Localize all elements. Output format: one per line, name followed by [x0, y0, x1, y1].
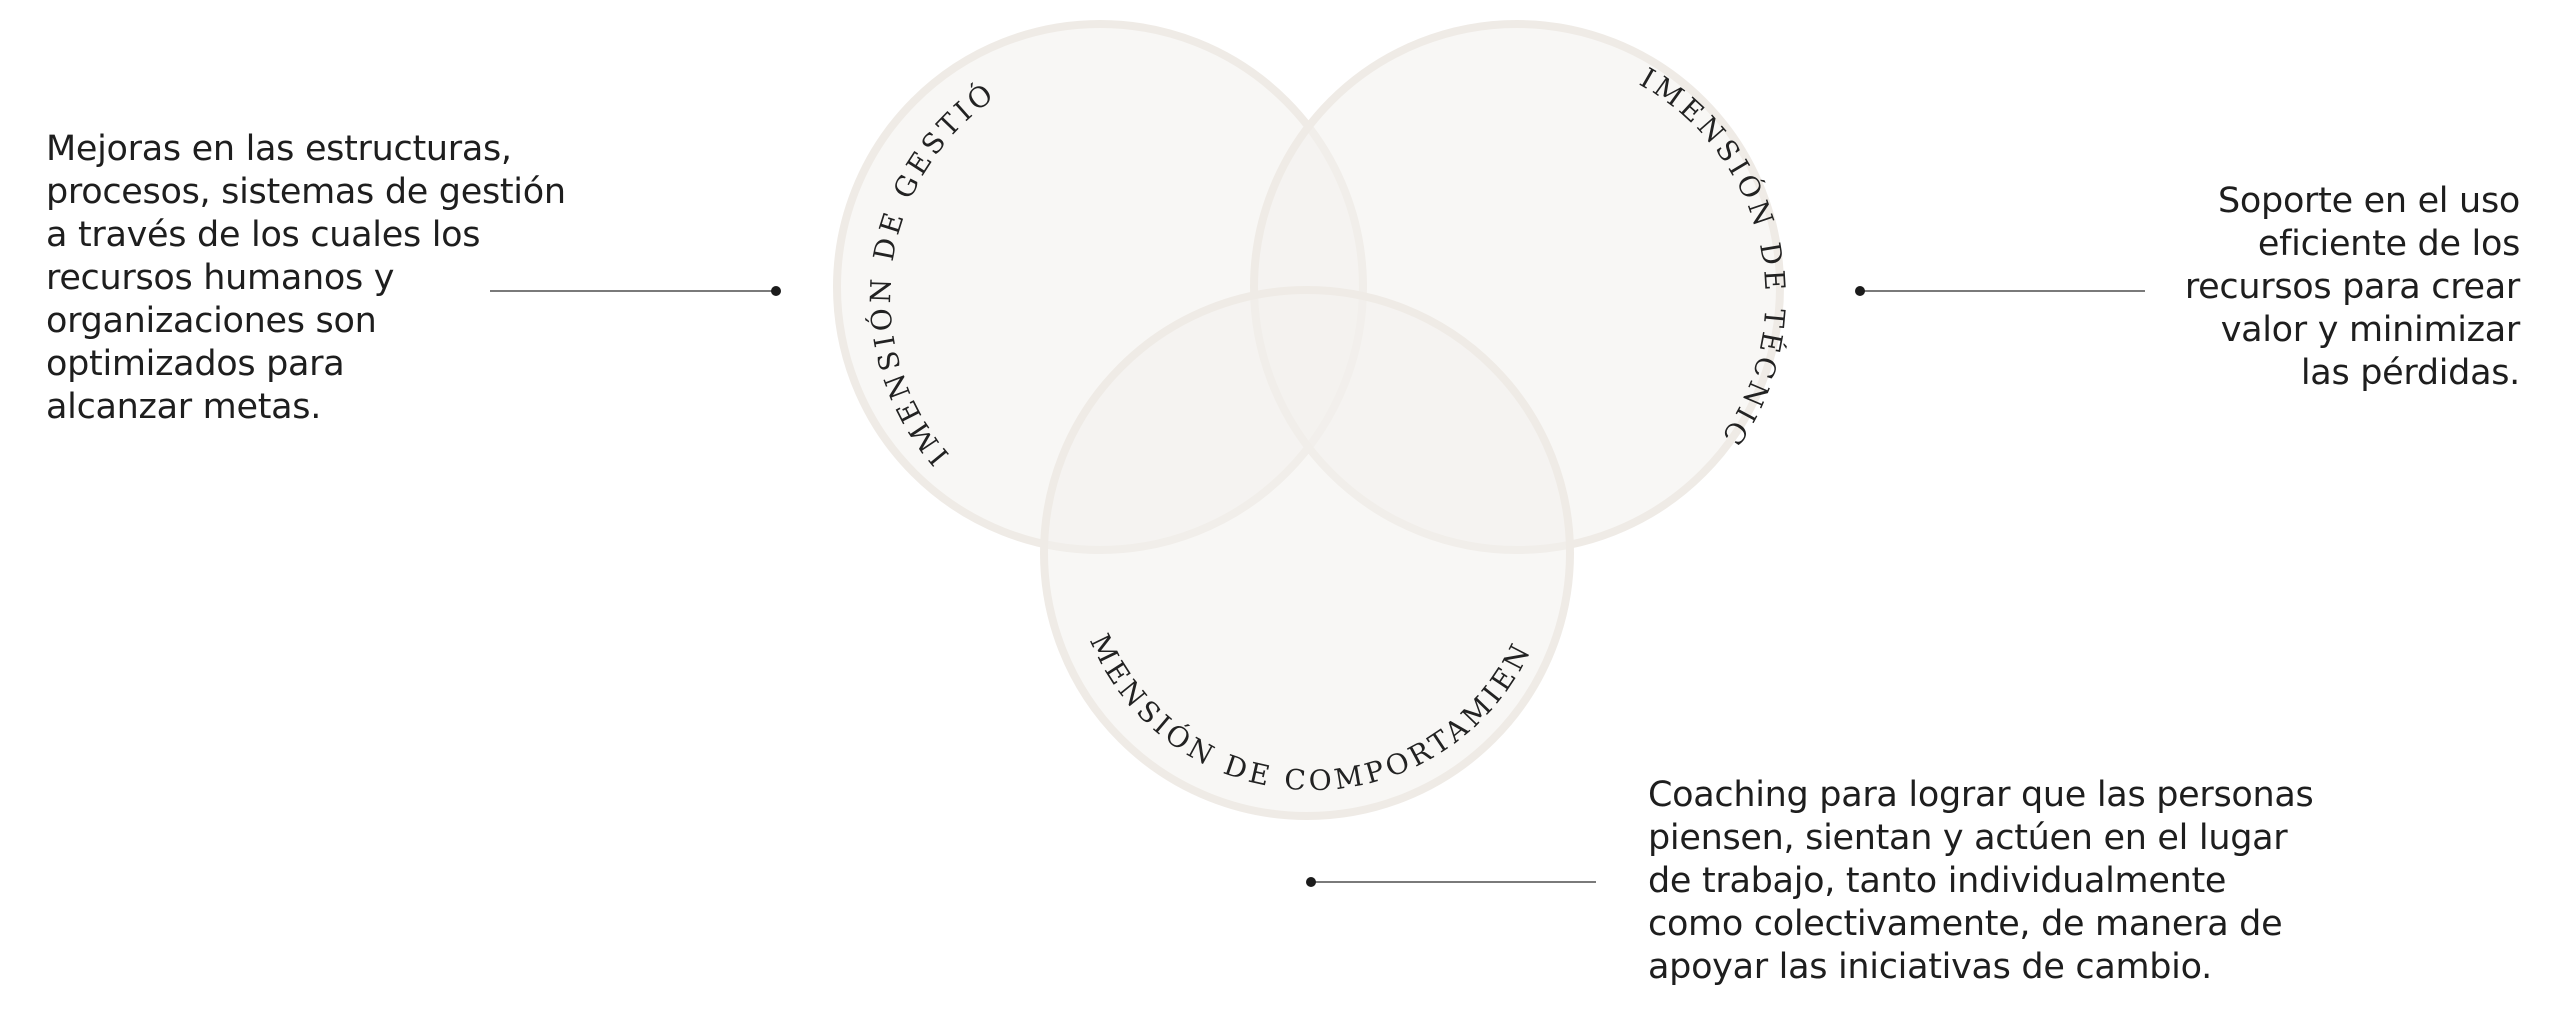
- connector-tecnica: [1855, 286, 2145, 296]
- connector-comportamiento: [1306, 877, 1596, 887]
- connector-gestion: [490, 286, 781, 296]
- description-comportamiento: Coaching para lograr que las personas pi…: [1648, 775, 2314, 987]
- connector-dot: [1306, 877, 1316, 887]
- connector-dot: [771, 286, 781, 296]
- circle-comportamiento: [1040, 286, 1574, 820]
- connector-dot: [1855, 286, 1865, 296]
- description-tecnica: Soporte en el uso eficiente de los recur…: [2184, 181, 2520, 393]
- description-gestion: Mejoras en las estructuras, procesos, si…: [46, 129, 566, 427]
